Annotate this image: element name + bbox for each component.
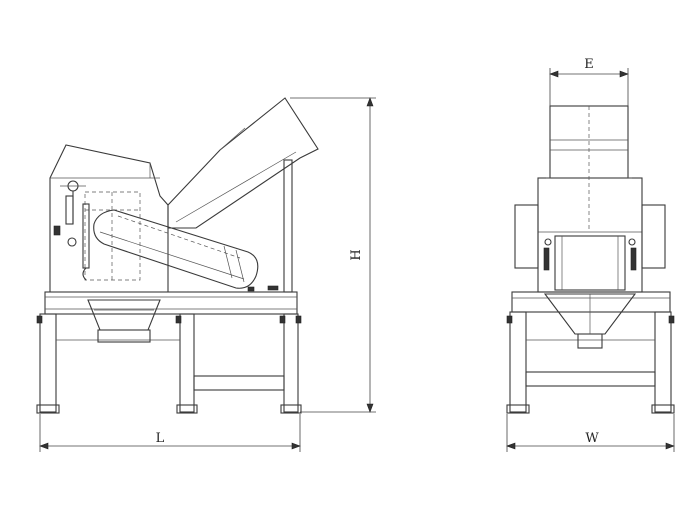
- side-feed-hopper: [167, 97, 319, 293]
- side-view: L H: [36, 97, 376, 452]
- side-length-dimension: [39, 414, 301, 452]
- front-discharge-funnel: [543, 293, 637, 349]
- side-height-dimension: [290, 97, 376, 413]
- length-label: L: [156, 431, 165, 446]
- side-base-frame: [36, 291, 302, 414]
- height-label: H: [349, 249, 364, 260]
- front-view: E W: [506, 57, 675, 452]
- hopper-width-label: E: [584, 57, 594, 72]
- width-label: W: [585, 431, 599, 446]
- front-crusher-body: [514, 177, 666, 293]
- front-base-frame: [506, 291, 675, 414]
- side-discharge-hopper: [87, 299, 161, 343]
- front-hopper-width-dimension: [549, 68, 629, 106]
- side-crusher-housing: [49, 144, 169, 293]
- front-width-dimension: [506, 414, 675, 452]
- side-inclined-tube: [93, 209, 279, 292]
- front-feed-hopper: [546, 105, 632, 232]
